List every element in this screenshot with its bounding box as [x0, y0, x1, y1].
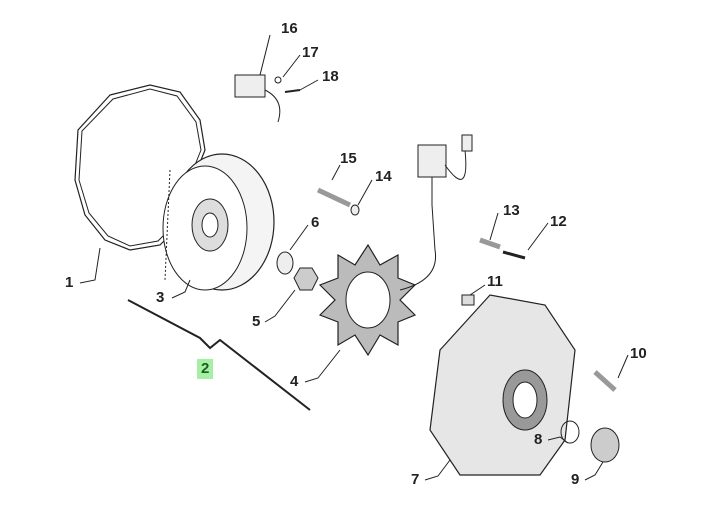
pickup-sensor-part [234, 74, 301, 123]
callout-12[interactable]: 12 [550, 213, 567, 230]
callout-10[interactable]: 10 [630, 345, 647, 362]
bolt-part [316, 187, 352, 208]
callout-6[interactable]: 6 [311, 214, 320, 231]
stator-part [318, 134, 473, 357]
callout-7[interactable]: 7 [411, 471, 420, 488]
callout-18[interactable]: 18 [322, 68, 339, 85]
callout-14[interactable]: 14 [375, 168, 392, 185]
callout-8[interactable]: 8 [534, 431, 543, 448]
washer-part [276, 251, 294, 275]
callout-15[interactable]: 15 [340, 150, 357, 167]
callout-3[interactable]: 3 [156, 289, 165, 306]
callout-9[interactable]: 9 [571, 471, 580, 488]
callout-5[interactable]: 5 [252, 313, 261, 330]
callout-11[interactable]: 11 [487, 273, 503, 290]
callout-1[interactable]: 1 [65, 274, 74, 291]
flywheel-part [162, 153, 275, 291]
cover-part [429, 294, 576, 476]
callout-13[interactable]: 13 [503, 202, 520, 219]
callout-16[interactable]: 16 [281, 20, 298, 37]
plug-part [590, 427, 620, 463]
callout-4[interactable]: 4 [290, 373, 299, 390]
nut-part [293, 267, 319, 291]
callout-2-highlighted[interactable]: 2 [197, 359, 214, 379]
callout-17[interactable]: 17 [302, 44, 319, 61]
